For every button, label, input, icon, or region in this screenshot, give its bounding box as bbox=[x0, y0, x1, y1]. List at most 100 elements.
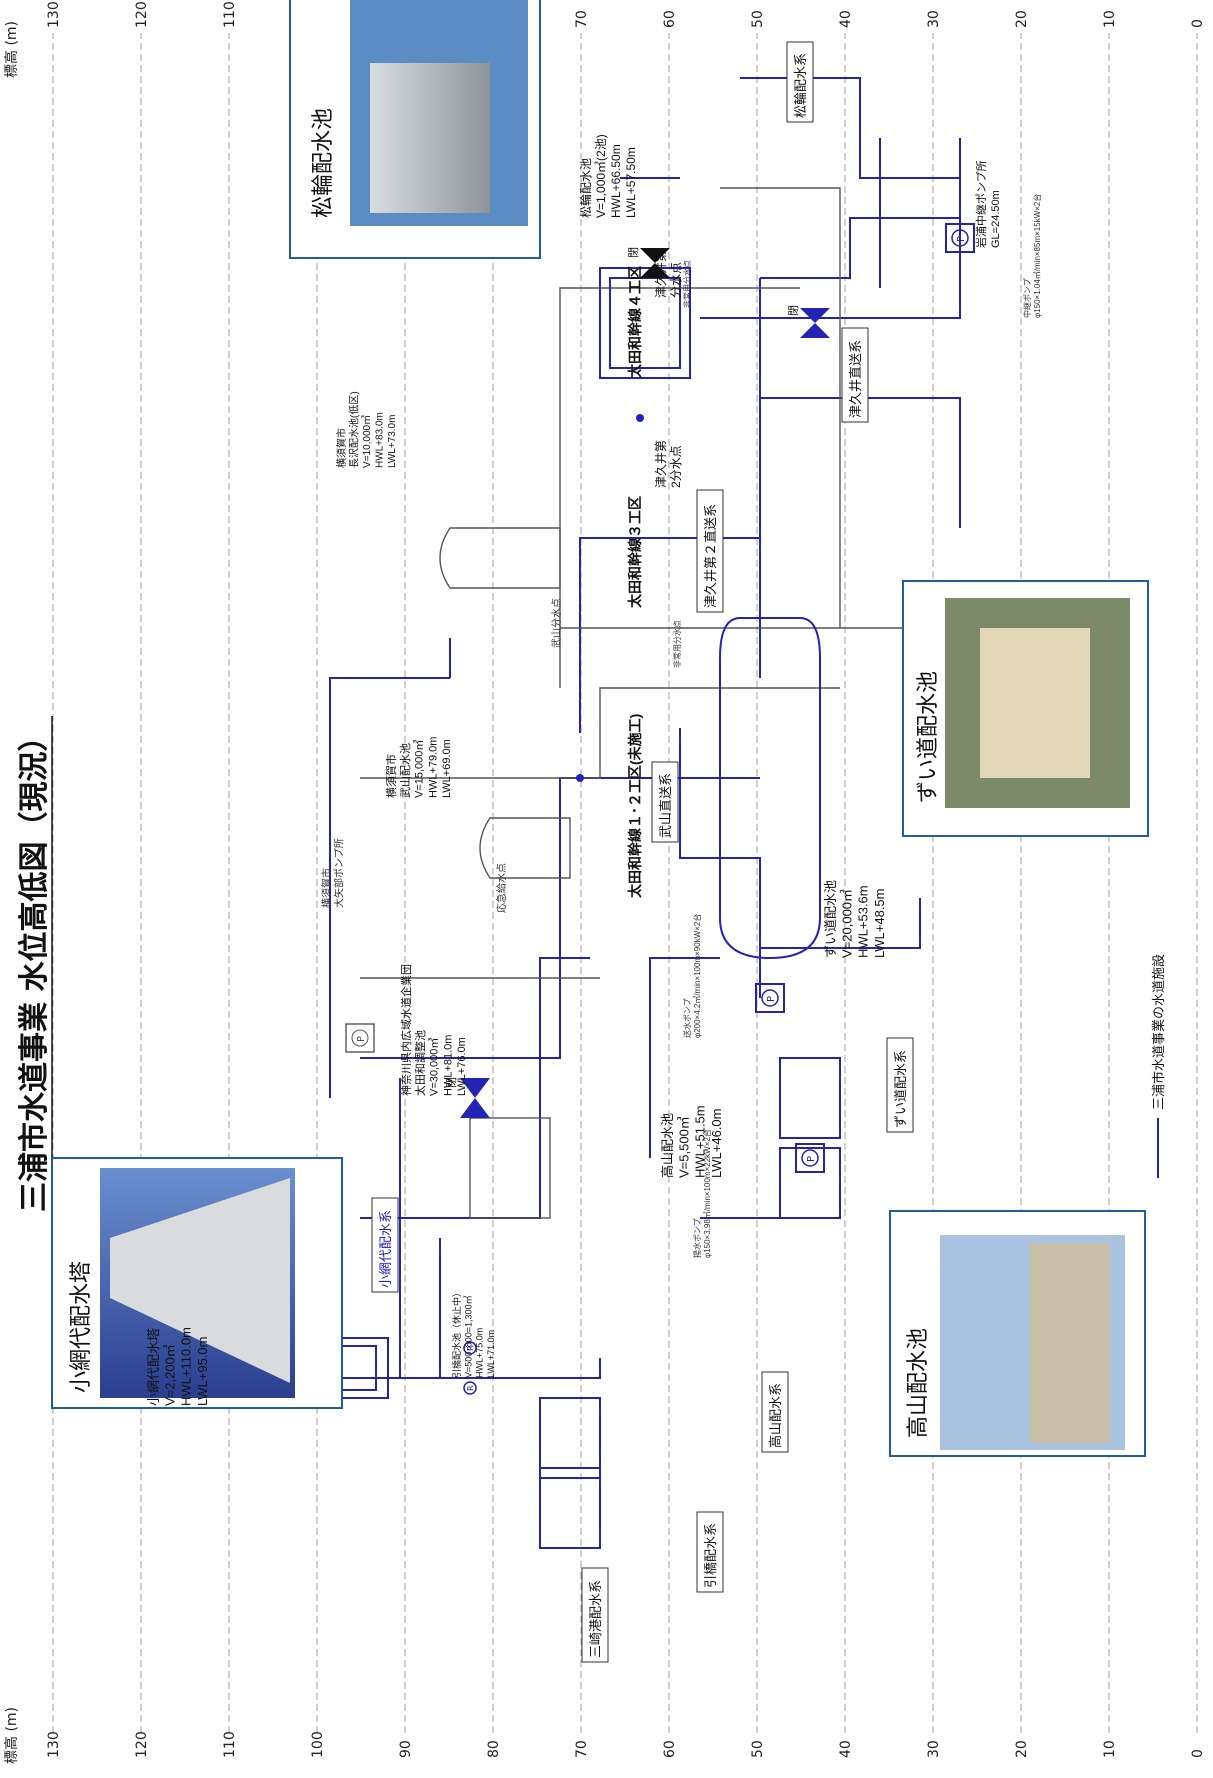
other-tanks bbox=[439, 527, 571, 1219]
valve-tsukui-icon bbox=[800, 308, 830, 338]
iwaura-pump-spec-note: 中継ポンプφ150×1.04㎥/min×85m×15kW×2台 bbox=[1022, 194, 1042, 318]
hikihashi-pool-label-line: 引橋配水池（休止中） bbox=[451, 1288, 462, 1378]
tick-label-right: 60 bbox=[662, 10, 678, 28]
tick-label-right: 120 bbox=[134, 1, 150, 28]
trunk-4-label: 太田和幹線４工区 bbox=[627, 266, 643, 378]
takeyama-pool-label-line: 横須賀市 bbox=[384, 754, 398, 798]
takeyama-pool-label-line: LWL+69.0m bbox=[441, 739, 453, 798]
tick-label-left: 80 bbox=[486, 1740, 502, 1758]
takayama-system-label: 高山配水系 bbox=[768, 1383, 783, 1448]
tick-label-right: 40 bbox=[838, 10, 854, 28]
kobitai-tower-label-line: HWL+110.0m bbox=[179, 1327, 194, 1406]
matsuwa-pool-label-line: 松輪配水池 bbox=[578, 158, 593, 218]
tick-label-left: 40 bbox=[838, 1740, 854, 1758]
valve-matsuwa-label: 閉 bbox=[627, 247, 640, 258]
svg-text:R: R bbox=[466, 1345, 475, 1351]
tsukui-system-label: 津久井直送系 bbox=[848, 340, 863, 418]
matsuwa-pool-label-line: LWL+57.50m bbox=[624, 147, 638, 218]
valve-icons bbox=[460, 248, 830, 1118]
takeyama-pool-label-line: HWL+79.0m bbox=[427, 737, 439, 798]
misakikou-system-label: 三崎港配水系 bbox=[588, 1580, 603, 1658]
misakikou-system-box bbox=[581, 1567, 609, 1663]
osajiki-pool-label-line: V=10,000㎥ bbox=[360, 415, 373, 468]
valve-tsukui-label: 閉 bbox=[787, 305, 800, 316]
zuidou-system-box bbox=[886, 1037, 914, 1133]
kobitai-tower-label: 小網代配水塔V=2,200㎥HWL+110.0mLWL+95.0m bbox=[146, 1327, 210, 1406]
iwaura-pump-label-line: 岩浦中継ポンプ所 bbox=[974, 160, 988, 248]
kobitai-system-box bbox=[371, 1197, 399, 1293]
valve-kobitai-label: 閉 bbox=[445, 1077, 458, 1088]
tick-label-right: 70 bbox=[574, 10, 590, 28]
takayama-pool-label-line: LWL+46.0m bbox=[709, 1109, 724, 1179]
tick-label-left: 70 bbox=[574, 1740, 590, 1758]
trunk-3-label: 太田和幹線３工区 bbox=[627, 496, 643, 608]
kobitai-tower-label-line: LWL+95.0m bbox=[195, 1337, 210, 1407]
osaki-pump-note-line: 大矢部ポンプ所 bbox=[333, 838, 346, 908]
tick-label-left: 120 bbox=[134, 1731, 150, 1758]
kyukyu-point-note: 応急給水点 bbox=[495, 863, 508, 913]
tick-label-left: 130 bbox=[46, 1731, 62, 1758]
tsukui-2-label-line: 2分水点 bbox=[669, 445, 683, 488]
kyukyu-point-note-line: 応急給水点 bbox=[495, 863, 508, 913]
reducing-valve-icon-2: R bbox=[463, 1341, 477, 1355]
osajiki-pool-label-line: 長沢配水池(低区) bbox=[348, 391, 361, 468]
takeda-note-note-line: 武山分水点 bbox=[550, 598, 563, 648]
axis-label-right: 標高 (m) bbox=[3, 21, 20, 78]
hikihashi-system-box bbox=[696, 1511, 724, 1593]
pumps: P P P P R R bbox=[345, 223, 975, 1395]
reducing-valve-icon-1: R bbox=[463, 1381, 477, 1395]
axis-label-left: 標高 (m) bbox=[3, 1707, 20, 1764]
tick-label-left: 0 bbox=[1190, 1749, 1206, 1758]
tsukui-1-label: 津久井第分水点 bbox=[654, 250, 683, 298]
tsukui-1-label-line: 津久井第 bbox=[654, 250, 668, 298]
takayama-pump-spec-note: 揚水ポンプφ150×3.98㎥/min×100m×22kW×2台 bbox=[692, 1129, 712, 1258]
takayama-pump-spec-note-line: φ150×3.98㎥/min×100m×22kW×2台 bbox=[702, 1129, 712, 1258]
svg-text:P: P bbox=[956, 236, 967, 242]
takayama-pool-label-line: V=5,500㎥ bbox=[676, 1116, 691, 1178]
osajiki-pool-label-line: HWL+83.0m bbox=[375, 412, 386, 468]
tick-label-right: 30 bbox=[926, 10, 942, 28]
takayama-pool-photo-caption: 高山配水池 bbox=[905, 1328, 930, 1438]
osaki-pump-note: 横須賀市大矢部ポンプ所 bbox=[320, 838, 346, 908]
labels: 小網代配水塔V=2,200㎥HWL+110.0mLWL+95.0m 神奈川県内広域… bbox=[68, 41, 1042, 1663]
tick-label-left: 50 bbox=[750, 1740, 766, 1758]
tsukui-2-system-label: 津久井第２直送系 bbox=[703, 504, 718, 608]
kanagawa-chosei-label-line: V=30,000㎥ bbox=[428, 1038, 441, 1096]
tsukui-2-label-line: 津久井第 bbox=[654, 440, 668, 488]
bunsui-kyukyu-note-line: 非常用分水点 bbox=[672, 620, 682, 668]
tick-label-left: 90 bbox=[398, 1740, 414, 1758]
takayama-pool-label-line: HWL+51.5m bbox=[693, 1105, 708, 1178]
takeda-junction-icon bbox=[576, 774, 584, 782]
zuidou-pool-label-line: V=20,000㎥ bbox=[839, 889, 854, 958]
hikihashi-pool-label-line: V=500･800=1,300㎥ bbox=[463, 1295, 473, 1378]
tsukui-2-system-box bbox=[696, 489, 724, 613]
matsuwa-shape bbox=[599, 267, 691, 379]
zuidou-pump-spec-note-line: φ200×4.2㎥/min×100m×90kW×2台 bbox=[692, 914, 702, 1038]
hikihashi-pool-label-line: LWL+71.0m bbox=[486, 1330, 496, 1378]
zuidou-pump-spec-note-line: 送水ポンプ bbox=[682, 998, 692, 1038]
valve-matsuwa-icon bbox=[640, 248, 670, 278]
takayama-pool-label-line: 高山配水池 bbox=[660, 1113, 675, 1178]
zuidou-pump-icon: P bbox=[755, 983, 785, 1013]
svg-text:P: P bbox=[356, 1036, 367, 1042]
matsuwa-pool-photo-caption: 松輪配水池 bbox=[310, 108, 335, 218]
osajiki-pool-label-line: LWL+73.0m bbox=[387, 415, 398, 468]
tick-label-right: 20 bbox=[1014, 10, 1030, 28]
zuidou-shape bbox=[719, 617, 821, 960]
takeyama-shape bbox=[479, 817, 571, 879]
zuidou-pump-spec-note: 送水ポンプφ200×4.2㎥/min×100m×90kW×2台 bbox=[682, 914, 702, 1038]
kanagawa-chosei-label-line: 神奈川県内広域水道企業団 bbox=[399, 964, 413, 1096]
matsuwa-system-box bbox=[786, 41, 814, 123]
osajiki-pool-label-line: 横須賀市 bbox=[335, 428, 348, 468]
tick-label-right: 0 bbox=[1190, 19, 1206, 28]
hikihashi-pool-label-line: HWL+75.0m bbox=[475, 1328, 485, 1378]
kanagawa-chosei-label-line: 太田和調整池 bbox=[413, 1030, 427, 1096]
svg-text:P: P bbox=[806, 1156, 817, 1162]
kobitai-tower-photo-caption: 小網代配水塔 bbox=[68, 1261, 93, 1393]
tsukui-1-label-line: 分水点 bbox=[669, 262, 683, 298]
tick-label-left: 30 bbox=[926, 1740, 942, 1758]
